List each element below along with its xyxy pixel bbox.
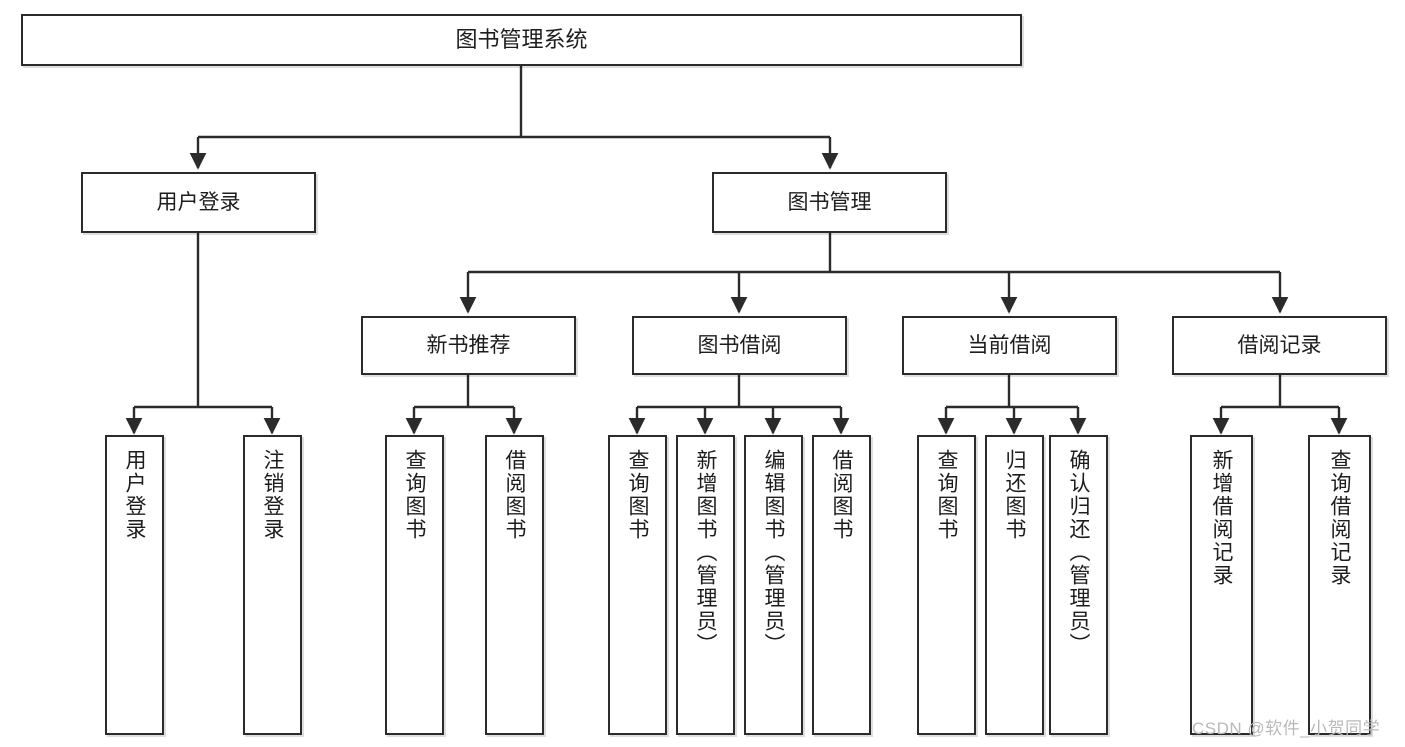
node-leaf-return-book-label: 归还图书 xyxy=(1003,449,1026,541)
node-leaf-query-book-2[interactable]: 查询图书 xyxy=(608,435,667,735)
node-leaf-query-book-3[interactable]: 查询图书 xyxy=(917,435,976,735)
node-new-book-rec-label: 新书推荐 xyxy=(426,333,511,357)
node-borrow-record[interactable]: 借阅记录 xyxy=(1172,316,1387,375)
node-root[interactable]: 图书管理系统 xyxy=(21,14,1022,66)
node-leaf-edit-book-label: 编辑图书（管理员） xyxy=(762,449,785,656)
node-leaf-add-record[interactable]: 新增借阅记录 xyxy=(1190,435,1253,735)
node-leaf-logout[interactable]: 注销登录 xyxy=(243,435,302,735)
node-book-manage-label: 图书管理 xyxy=(787,190,872,214)
node-current-borrow-label: 当前借阅 xyxy=(967,333,1052,357)
node-borrow-record-label: 借阅记录 xyxy=(1237,333,1322,357)
node-leaf-borrow-book-1-label: 借阅图书 xyxy=(503,449,526,541)
node-leaf-query-record-label: 查询借阅记录 xyxy=(1328,449,1351,587)
node-book-borrow-label: 图书借阅 xyxy=(697,333,782,357)
node-user-login[interactable]: 用户登录 xyxy=(81,172,316,233)
node-current-borrow[interactable]: 当前借阅 xyxy=(902,316,1117,375)
node-leaf-query-book-1-label: 查询图书 xyxy=(403,449,426,541)
node-book-borrow[interactable]: 图书借阅 xyxy=(632,316,847,375)
node-leaf-add-record-label: 新增借阅记录 xyxy=(1210,449,1233,587)
node-leaf-edit-book[interactable]: 编辑图书（管理员） xyxy=(744,435,803,735)
node-user-login-label: 用户登录 xyxy=(156,190,241,214)
node-leaf-query-book-1[interactable]: 查询图书 xyxy=(385,435,444,735)
node-new-book-rec[interactable]: 新书推荐 xyxy=(361,316,576,375)
node-leaf-query-record[interactable]: 查询借阅记录 xyxy=(1308,435,1371,735)
node-leaf-add-book[interactable]: 新增图书（管理员） xyxy=(676,435,735,735)
node-leaf-user-login[interactable]: 用户登录 xyxy=(105,435,164,735)
node-leaf-return-book[interactable]: 归还图书 xyxy=(985,435,1044,735)
node-leaf-query-book-2-label: 查询图书 xyxy=(626,449,649,541)
node-leaf-user-login-label: 用户登录 xyxy=(123,449,146,541)
node-leaf-logout-label: 注销登录 xyxy=(261,449,284,541)
node-book-manage[interactable]: 图书管理 xyxy=(712,172,947,233)
node-root-label: 图书管理系统 xyxy=(455,27,588,53)
node-leaf-confirm-return[interactable]: 确认归还（管理员） xyxy=(1049,435,1108,735)
node-leaf-borrow-book-2[interactable]: 借阅图书 xyxy=(812,435,871,735)
node-leaf-query-book-3-label: 查询图书 xyxy=(935,449,958,541)
watermark: CSDN @软件_小贺同学 xyxy=(1192,719,1381,738)
node-leaf-confirm-return-label: 确认归还（管理员） xyxy=(1067,449,1090,656)
node-leaf-borrow-book-2-label: 借阅图书 xyxy=(830,449,853,541)
node-leaf-borrow-book-1[interactable]: 借阅图书 xyxy=(485,435,544,735)
node-leaf-add-book-label: 新增图书（管理员） xyxy=(694,449,717,656)
